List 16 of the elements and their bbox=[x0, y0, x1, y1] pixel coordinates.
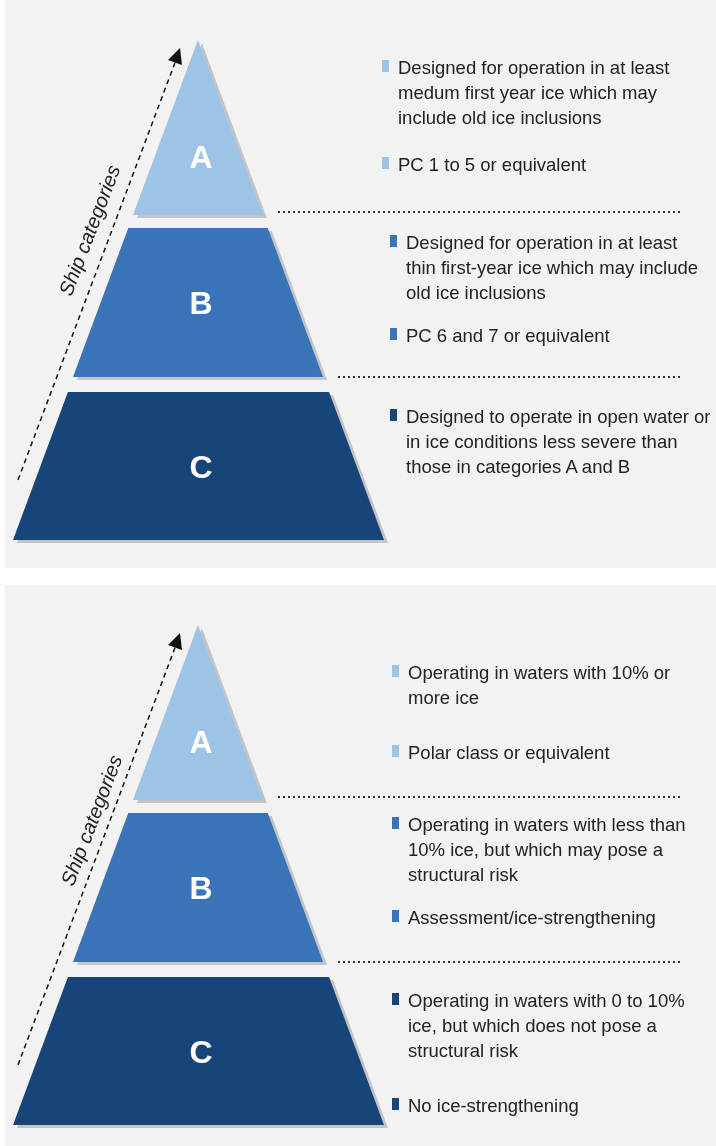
bullet-text: Operating in waters with 10% or more ice bbox=[408, 661, 672, 710]
bullet-text: No ice-strengthening bbox=[408, 1094, 580, 1118]
bullet-text: PC 6 and 7 or equivalent bbox=[406, 324, 611, 348]
bullet-text: Polar class or equivalent bbox=[408, 741, 611, 765]
tier-letter: C bbox=[188, 448, 214, 486]
bullet-text: Operating in waters with less than 10% ice, but which may pose a structural risk bbox=[408, 813, 687, 887]
bullet-text: Designed for operation in at least medum first year ice which may include old ice inclusions bbox=[398, 56, 671, 130]
bullet-text: Operating in waters with 0 to 10% ice, but which does not pose a structural risk bbox=[408, 989, 686, 1063]
bullet-text: PC 1 to 5 or equivalent bbox=[398, 153, 588, 177]
bullet-text: Designed to operate in open water or in ice conditions less severe than those in categories A and B bbox=[406, 405, 711, 479]
tier-letter: A bbox=[188, 139, 214, 176]
bullet-text: Assessment/ice-strengthening bbox=[408, 906, 657, 930]
tier-letter: C bbox=[188, 1033, 214, 1071]
bullet-text: Designed for operation in at least thin first-year ice which may include old ice inclusions bbox=[406, 231, 699, 305]
tier-letter: A bbox=[188, 724, 214, 761]
tier-letter: B bbox=[188, 285, 214, 322]
